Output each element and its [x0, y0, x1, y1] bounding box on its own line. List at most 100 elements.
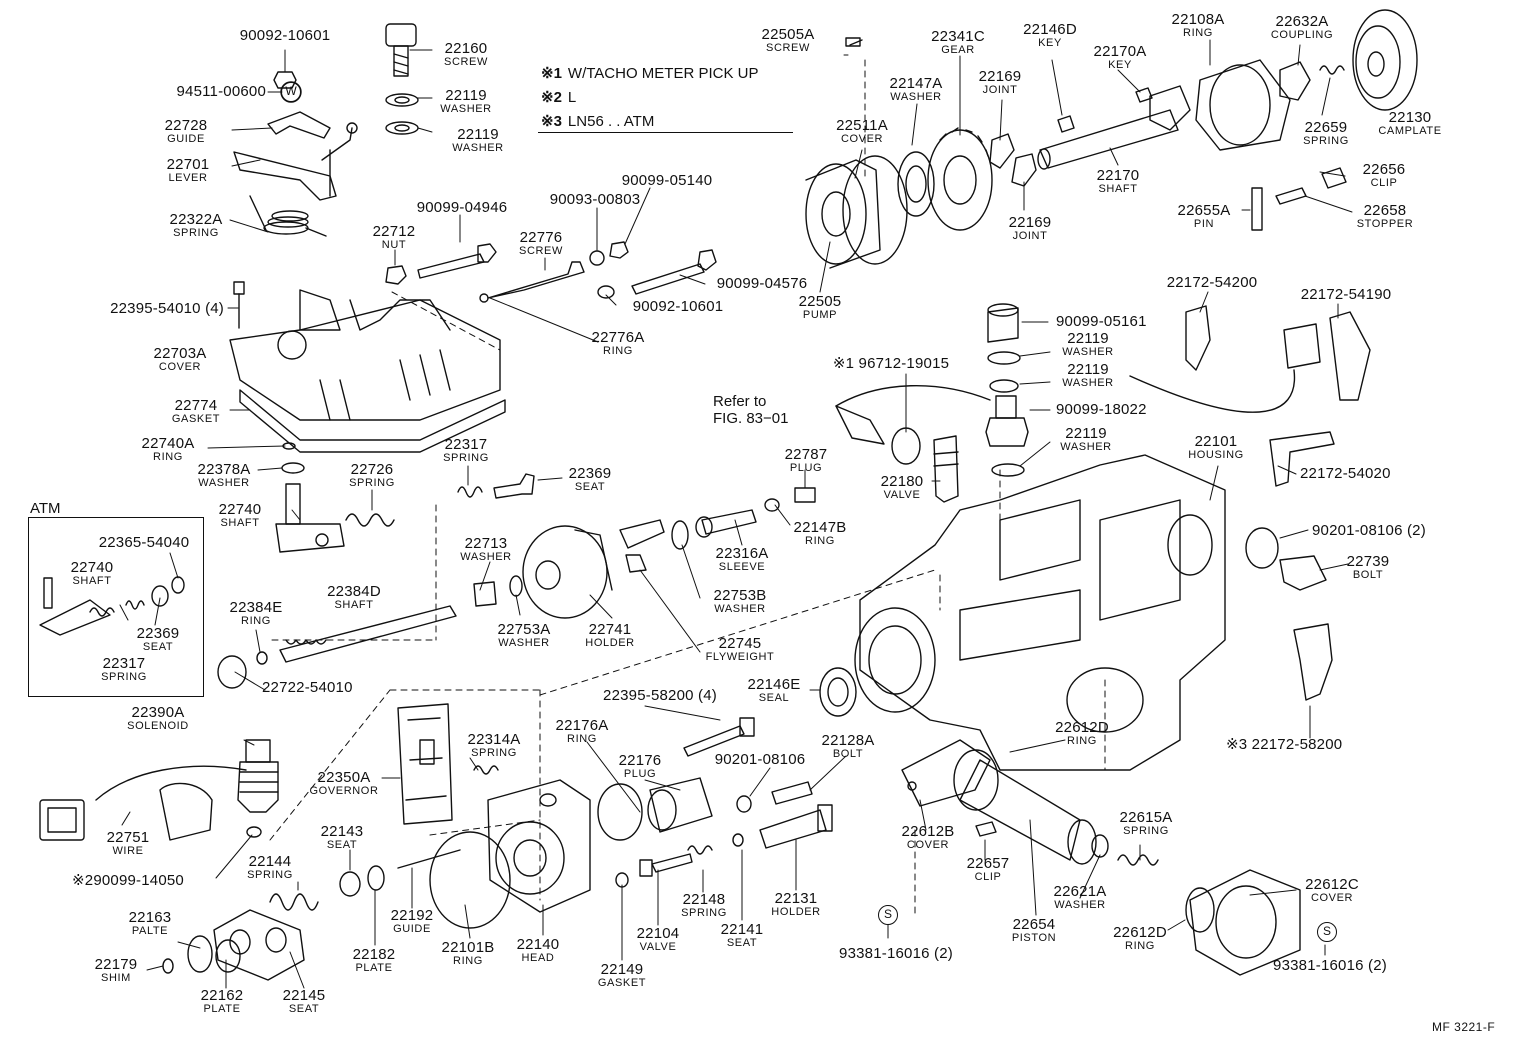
part-label: 90093-00803 — [550, 192, 641, 207]
part-number: 22658 — [1363, 202, 1407, 219]
part-number: 22317 — [102, 655, 146, 672]
part-number: 90099-18022 — [1056, 401, 1147, 418]
part-name: KEY — [1038, 37, 1062, 49]
part-label: 22395-54010 (4) — [110, 301, 224, 316]
part-name: COUPLING — [1270, 29, 1334, 41]
part-name: SEAT — [142, 641, 174, 653]
part-number: 22505A — [761, 26, 815, 43]
part-name: PLATE — [355, 962, 393, 974]
part-name: CLIP — [974, 871, 1002, 883]
part-number: 22656 — [1362, 161, 1406, 178]
atm-inset-title: ATM — [30, 500, 61, 517]
part-number: 22163 — [128, 909, 172, 926]
part-number: 22182 — [352, 946, 396, 963]
part-label: 90099-05140 — [622, 173, 713, 188]
part-number: 22314A — [467, 731, 521, 748]
part-number: 22128A — [821, 732, 875, 749]
part-number: 22179 — [94, 956, 138, 973]
part-name: WASHER — [452, 142, 504, 154]
part-number: 22147A — [889, 75, 943, 92]
w-symbol: W — [281, 82, 301, 102]
part-number: 22505 — [798, 293, 842, 310]
part-number: 22654 — [1012, 916, 1056, 933]
part-name: WASHER — [1062, 377, 1114, 389]
part-name: SHAFT — [1098, 183, 1138, 195]
part-name: WASHER — [460, 551, 512, 563]
note-1-text: W/TACHO METER PICK UP — [567, 65, 759, 82]
part-name: SPRING — [349, 477, 395, 489]
part-number: 22160 — [444, 40, 488, 57]
part-number: 22170A — [1093, 43, 1147, 60]
part-name: NUT — [381, 239, 407, 251]
part-number: 90099-04576 — [716, 275, 808, 292]
part-number: 22753A — [497, 621, 551, 638]
part-name: VALVE — [639, 941, 677, 953]
part-number: 94511-00600 — [176, 83, 266, 100]
part-name: GEAR — [941, 44, 975, 56]
part-number: 22162 — [200, 987, 244, 1004]
part-label: 22172-54200 — [1167, 275, 1258, 290]
part-name: SPRING — [1123, 825, 1169, 837]
part-label: 22395-58200 (4) — [603, 688, 717, 703]
part-number: 22713 — [464, 535, 508, 552]
part-name: SCREW — [519, 245, 563, 257]
part-name: COVER — [906, 839, 950, 851]
part-number: 22739 — [1346, 553, 1390, 570]
part-number: 22101B — [441, 939, 495, 956]
part-number: 22511A — [836, 117, 888, 134]
note-3-mark: ※3 — [541, 113, 562, 130]
part-number: 22395-54010 (4) — [110, 300, 224, 317]
part-label: ※3 22172-58200 — [1226, 737, 1342, 752]
part-number: 22741 — [588, 621, 632, 638]
part-number: 22145 — [282, 987, 326, 1004]
part-number: 22745 — [718, 635, 762, 652]
part-label: 93381-16016 (2) — [1273, 958, 1387, 973]
part-number: 22659 — [1304, 119, 1348, 136]
part-label: 90201-08106 (2) — [1312, 523, 1426, 538]
part-number: 22350A — [317, 769, 371, 786]
part-number: 22726 — [350, 461, 394, 478]
part-number: 22176A — [555, 717, 609, 734]
part-name: PUMP — [802, 309, 838, 321]
part-label: 90099-04576 — [717, 276, 808, 291]
part-label: 90099-05161 — [1056, 314, 1147, 329]
part-number: 22131 — [774, 890, 818, 907]
part-name: FLYWEIGHT — [705, 651, 775, 663]
part-number: 22148 — [682, 891, 726, 908]
part-name: CAMPLATE — [1378, 125, 1442, 137]
notes-underline — [538, 132, 793, 133]
part-number: 22108A — [1171, 11, 1225, 28]
